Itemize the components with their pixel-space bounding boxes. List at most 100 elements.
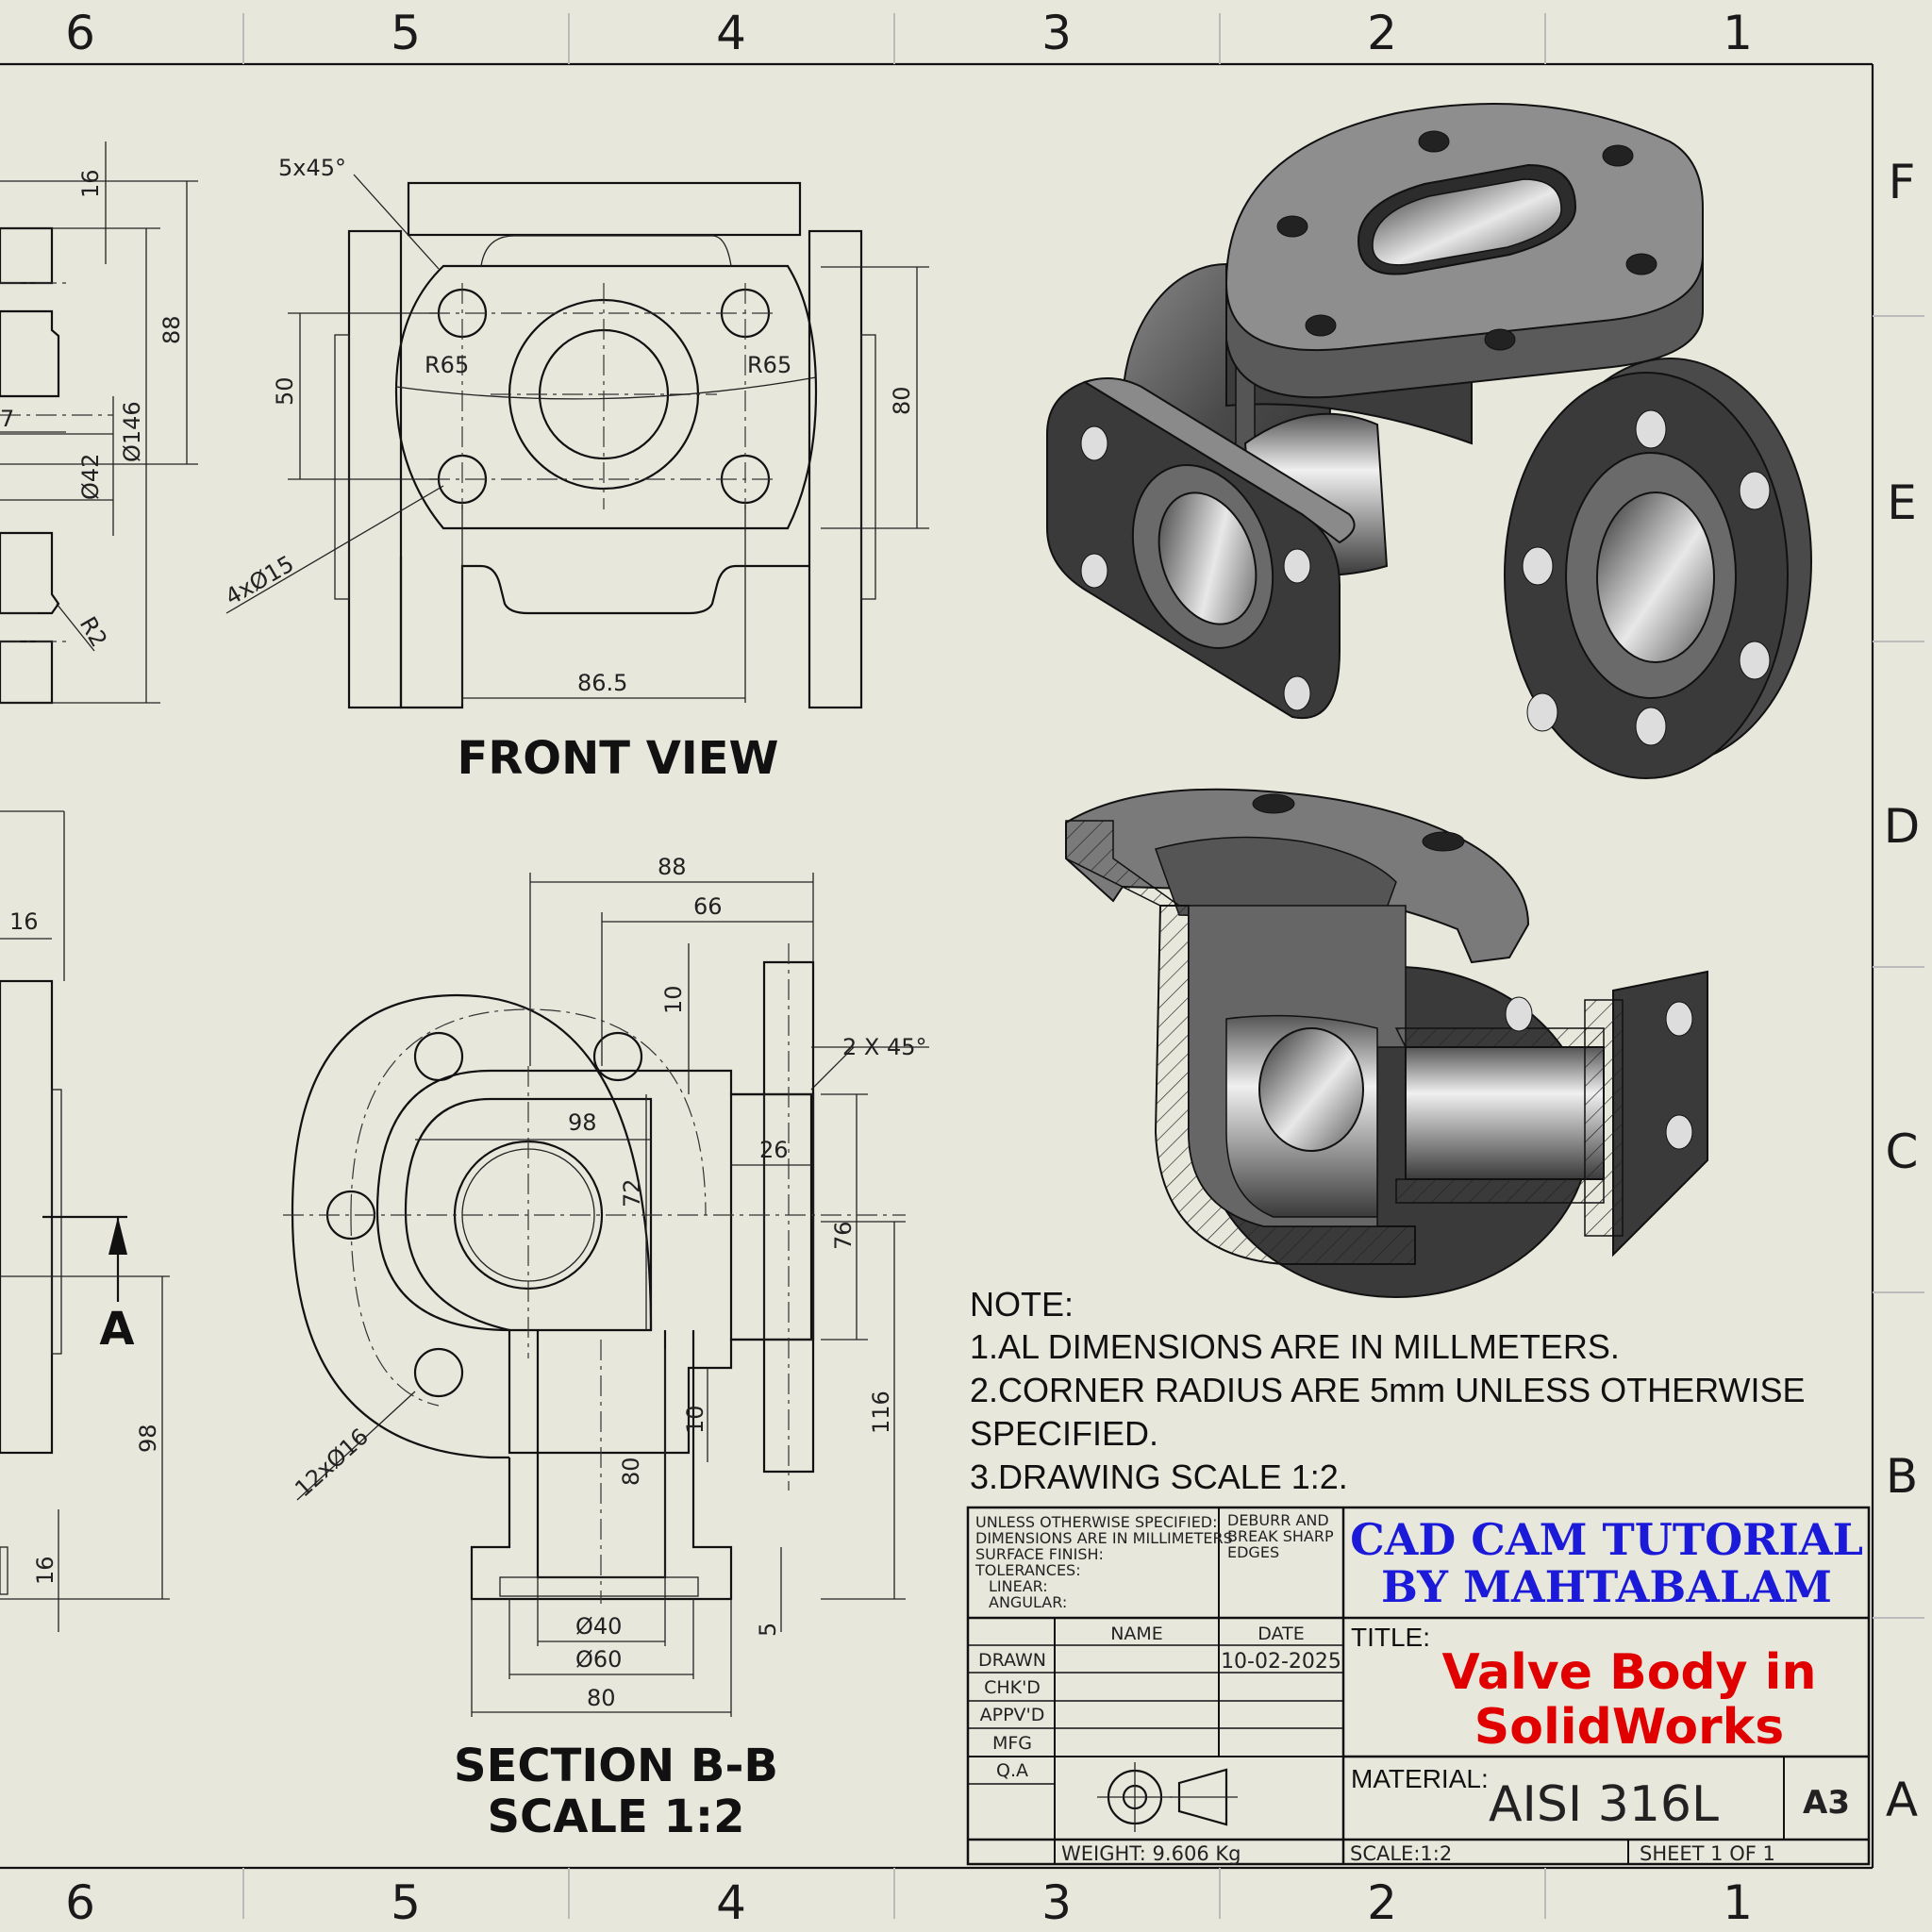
dim-front-80: 80 — [889, 386, 915, 415]
zone-labels-right: F E D C B A — [1884, 155, 1921, 1827]
row-approved: APPV'D — [980, 1705, 1045, 1725]
note-2-continued: SPECIFIED. — [970, 1414, 1158, 1453]
spec-line-6: ANGULAR: — [989, 1593, 1067, 1611]
dim-section-chamfer: 2 X 45° — [842, 1034, 927, 1060]
drawing-title-line-2: SolidWorks — [1474, 1699, 1784, 1756]
deburr-line-1: DEBURR AND — [1227, 1511, 1329, 1529]
notes-heading: NOTE: — [970, 1285, 1074, 1324]
dim-front-r65-left: R65 — [425, 352, 469, 378]
dim-section-116: 116 — [868, 1391, 894, 1434]
section-view-scale: SCALE 1:2 — [487, 1790, 744, 1843]
zone-col-4: 4 — [716, 6, 746, 60]
dim-left-16: 16 — [77, 169, 104, 198]
isometric-view — [1046, 103, 1812, 779]
dim-front-r65-right: R65 — [747, 352, 791, 378]
material-value: AISI 316L — [1489, 1776, 1719, 1833]
sheet-size: A3 — [1803, 1784, 1850, 1822]
zone-col-6: 6 — [65, 6, 95, 60]
section-isometric-view — [1065, 788, 1708, 1298]
zone-row-f: F — [1889, 155, 1916, 209]
zone-labels-bottom: 6 5 4 3 2 1 — [65, 1875, 1753, 1930]
sheet-border — [0, 13, 1924, 1919]
dim-left-7: 7 — [0, 406, 14, 432]
zone-row-b: B — [1886, 1449, 1918, 1504]
dim-left-88: 88 — [158, 315, 185, 344]
drawn-date: 10-02-2025 — [1221, 1650, 1341, 1674]
dim-section-76: 76 — [830, 1221, 857, 1250]
deburr-line-2: BREAK SHARP — [1227, 1527, 1334, 1545]
dim-section-10-bottom: 10 — [682, 1405, 708, 1434]
title-block: UNLESS OTHERWISE SPECIFIED: DIMENSIONS A… — [966, 1506, 1871, 1866]
dim-front-86-5: 86.5 — [577, 670, 627, 696]
zone-col-5: 5 — [391, 6, 421, 60]
row-checked: CHK'D — [984, 1677, 1041, 1698]
brand-line-1: CAD CAM TUTORIAL — [1350, 1514, 1863, 1565]
zone-col-3-bottom: 3 — [1041, 1875, 1072, 1930]
dim-front-chamfer: 5x45° — [278, 155, 346, 181]
zone-col-6-bottom: 6 — [65, 1875, 95, 1930]
dim-front-50: 50 — [272, 376, 298, 406]
front-view-title: FRONT VIEW — [458, 732, 779, 785]
dim-left-d146: Ø146 — [119, 401, 145, 462]
name-header: NAME — [1110, 1624, 1163, 1644]
scale: SCALE:1:2 — [1350, 1842, 1452, 1865]
dim-lower-98: 98 — [135, 1424, 161, 1453]
section-marker-a: A — [99, 1303, 134, 1356]
zone-col-2: 2 — [1367, 6, 1397, 60]
dim-left-r2: R2 — [75, 612, 112, 652]
dim-section-holes: 12xØ16 — [290, 1424, 374, 1503]
dim-section-72: 72 — [619, 1178, 645, 1208]
drawing-title-line-1: Valve Body in — [1441, 1644, 1816, 1701]
row-mfg: MFG — [992, 1733, 1032, 1754]
note-1: 1.AL DIMENSIONS ARE IN MILLMETERS. — [970, 1327, 1620, 1366]
section-view: 88 66 10 2 X 45° 98 26 72 76 116 12xØ16 … — [283, 854, 929, 1843]
zone-col-4-bottom: 4 — [716, 1875, 746, 1930]
deburr-line-3: EDGES — [1227, 1543, 1279, 1561]
dim-section-80-vertical: 80 — [618, 1457, 644, 1486]
note-2: 2.CORNER RADIUS ARE 5mm UNLESS OTHERWISE — [970, 1371, 1806, 1409]
dim-front-holes: 4xØ15 — [221, 550, 298, 610]
note-3: 3.DRAWING SCALE 1:2. — [970, 1457, 1348, 1496]
zone-row-d: D — [1884, 799, 1921, 854]
dim-section-80: 80 — [587, 1685, 616, 1711]
zone-row-c: C — [1886, 1124, 1919, 1179]
dim-lower-16-bottom: 16 — [32, 1556, 58, 1585]
section-view-title: SECTION B-B — [454, 1740, 778, 1792]
dim-section-66: 66 — [693, 893, 723, 920]
spec-line-4: TOLERANCES: — [974, 1561, 1081, 1579]
row-qa: Q.A — [996, 1760, 1028, 1781]
zone-col-1: 1 — [1723, 6, 1753, 60]
dim-section-26: 26 — [759, 1137, 789, 1163]
left-side-view: 16 88 7 Ø42 Ø146 R2 — [0, 142, 198, 705]
date-header: DATE — [1257, 1624, 1304, 1644]
zone-row-e: E — [1887, 475, 1917, 530]
zone-col-5-bottom: 5 — [391, 1875, 421, 1930]
brand-line-2: BY MAHTABALAM — [1381, 1561, 1832, 1612]
spec-line-3: SURFACE FINISH: — [975, 1545, 1104, 1563]
notes-block: NOTE: 1.AL DIMENSIONS ARE IN MILLMETERS.… — [970, 1285, 1806, 1496]
dim-left-d42: Ø42 — [77, 454, 104, 500]
dim-section-88: 88 — [658, 854, 687, 880]
zone-labels-top: 6 5 4 3 2 1 — [65, 6, 1753, 60]
material-label: MATERIAL: — [1351, 1764, 1489, 1793]
zone-row-a: A — [1886, 1773, 1918, 1827]
row-drawn: DRAWN — [978, 1650, 1046, 1671]
zone-col-1-bottom: 1 — [1723, 1875, 1753, 1930]
dim-section-98: 98 — [568, 1109, 597, 1136]
dim-section-5: 5 — [755, 1623, 781, 1637]
zone-col-2-bottom: 2 — [1367, 1875, 1397, 1930]
spec-line-5: LINEAR: — [989, 1577, 1048, 1595]
dim-section-d40: Ø40 — [575, 1613, 622, 1640]
sheet-number: SHEET 1 OF 1 — [1640, 1842, 1775, 1865]
title-label: TITLE: — [1351, 1623, 1430, 1652]
left-lower-view: A 16 98 16 — [0, 810, 170, 1632]
front-view: 5x45° R65 R65 50 80 4xØ15 86.5 FRONT VIE… — [221, 155, 929, 785]
dim-lower-16-top: 16 — [9, 908, 39, 935]
spec-line-1: UNLESS OTHERWISE SPECIFIED: — [975, 1513, 1218, 1531]
projection-symbol-icon — [1097, 1762, 1238, 1832]
zone-col-3: 3 — [1041, 6, 1072, 60]
spec-line-2: DIMENSIONS ARE IN MILLIMETERS — [975, 1529, 1233, 1547]
dim-section-d60: Ø60 — [575, 1646, 622, 1673]
